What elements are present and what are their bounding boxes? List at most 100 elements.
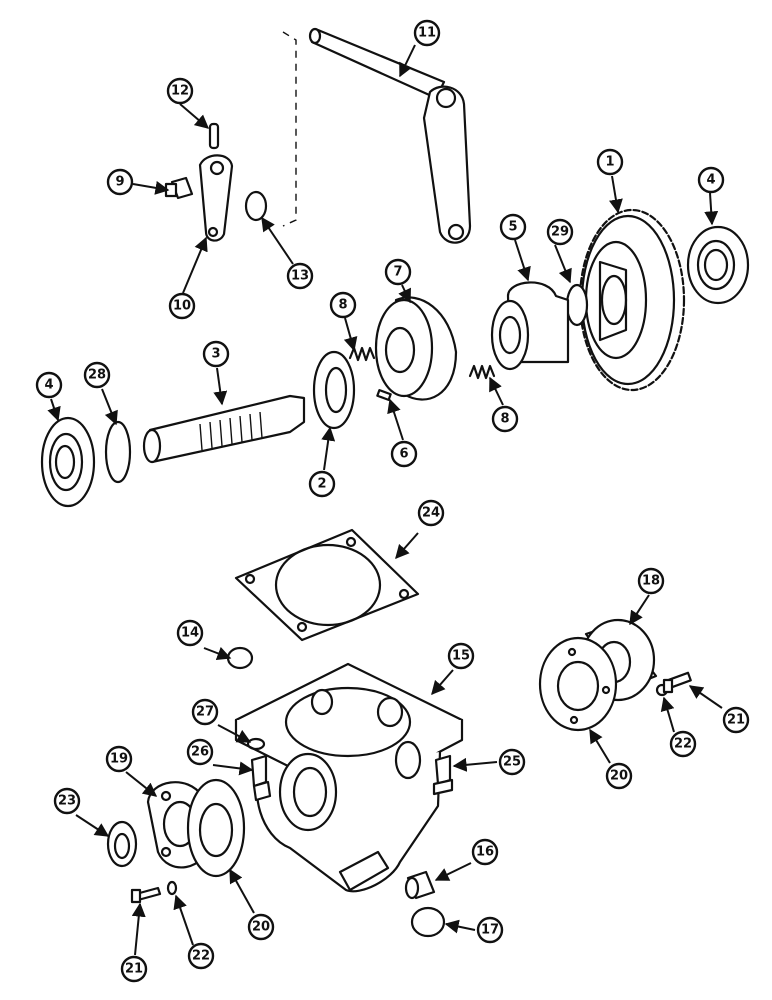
callout-15: 15 (447, 642, 475, 670)
svg-text:18: 18 (642, 574, 660, 589)
bearing-right (686, 225, 750, 305)
callout-1: 1 (596, 148, 624, 176)
shift-shaft-lever (308, 27, 472, 244)
callout-13: 13 (286, 262, 314, 290)
gearbox-housing (234, 662, 464, 893)
svg-text:22: 22 (192, 949, 210, 964)
spring-right (468, 364, 496, 380)
callout-22-left: 22 (187, 942, 215, 970)
svg-text:24: 24 (422, 506, 440, 521)
callout-18: 18 (637, 567, 665, 595)
spacer-washer (312, 350, 356, 430)
svg-text:12: 12 (171, 84, 189, 99)
svg-text:27: 27 (196, 705, 214, 720)
svg-text:16: 16 (476, 845, 494, 860)
svg-text:9: 9 (115, 175, 124, 190)
shift-pad (164, 176, 194, 200)
callout-4-right: 4 (697, 166, 725, 194)
callout-12: 12 (166, 77, 194, 105)
svg-text:23: 23 (58, 794, 76, 809)
stud-bolt-right (432, 754, 454, 796)
svg-text:4: 4 (706, 173, 715, 188)
svg-text:17: 17 (481, 923, 499, 938)
lock-washer-left (166, 880, 178, 896)
svg-text:19: 19 (110, 752, 128, 767)
callout-16: 16 (471, 838, 499, 866)
bearing-left (40, 416, 96, 508)
callout-26: 26 (186, 738, 214, 766)
callout-7: 7 (384, 258, 412, 286)
leader-lines (47, 44, 723, 956)
splined-shaft (142, 394, 306, 464)
callout-22-right: 22 (669, 730, 697, 758)
thrust-washer (565, 283, 589, 327)
callout-17: 17 (476, 916, 504, 944)
callout-21-right: 21 (722, 706, 750, 734)
callout-5: 5 (499, 213, 527, 241)
svg-text:4: 4 (44, 378, 53, 393)
side-gasket-right (538, 636, 618, 732)
svg-text:21: 21 (727, 713, 745, 728)
callout-25: 25 (498, 748, 526, 776)
svg-text:15: 15 (452, 649, 470, 664)
svg-text:7: 7 (393, 265, 402, 280)
drive-gear (578, 208, 686, 392)
svg-text:28: 28 (88, 368, 106, 383)
callout-14: 14 (176, 619, 204, 647)
callout-3: 3 (202, 340, 230, 368)
callout-9: 9 (106, 168, 134, 196)
alignment-dashed-line (282, 31, 297, 227)
callout-28: 28 (83, 361, 111, 389)
callout-24: 24 (417, 499, 445, 527)
svg-text:6: 6 (399, 447, 408, 462)
svg-text:21: 21 (125, 962, 143, 977)
svg-text:25: 25 (503, 755, 521, 770)
svg-text:8: 8 (500, 412, 509, 427)
cap-screw-right (662, 671, 692, 694)
svg-text:5: 5 (508, 220, 517, 235)
callout-8-left: 8 (329, 291, 357, 319)
coupling-collar (374, 296, 458, 401)
shift-fork (198, 154, 234, 242)
svg-text:2: 2 (317, 477, 326, 492)
svg-text:13: 13 (291, 269, 309, 284)
cap-plug (226, 646, 254, 670)
svg-text:1: 1 (605, 155, 614, 170)
callout-20-left: 20 (247, 913, 275, 941)
top-gasket (234, 528, 420, 642)
oil-seal (106, 820, 138, 868)
callout-27: 27 (191, 698, 219, 726)
svg-text:8: 8 (338, 298, 347, 313)
svg-text:10: 10 (173, 299, 191, 314)
svg-text:3: 3 (211, 347, 220, 362)
key (376, 389, 392, 401)
small-washer (246, 737, 266, 751)
expansion-cap (410, 906, 446, 938)
callout-21-left: 21 (120, 955, 148, 983)
callout-11: 11 (413, 19, 441, 47)
circlip (104, 420, 132, 484)
gear-hub (490, 281, 570, 371)
callout-23: 23 (53, 787, 81, 815)
callout-20-right: 20 (605, 762, 633, 790)
callout-6: 6 (390, 440, 418, 468)
callout-4-left: 4 (35, 371, 63, 399)
drain-plug (404, 870, 436, 900)
svg-text:20: 20 (252, 920, 270, 935)
svg-text:11: 11 (418, 26, 436, 41)
stud-bolt-left (250, 754, 272, 802)
roll-pin (208, 122, 220, 150)
svg-text:20: 20 (610, 769, 628, 784)
snap-ring-small (244, 190, 268, 222)
callout-29: 29 (546, 218, 574, 246)
cap-screw-left (130, 886, 162, 904)
svg-text:14: 14 (181, 626, 199, 641)
svg-text:26: 26 (191, 745, 209, 760)
callout-8-right: 8 (491, 405, 519, 433)
side-gasket-left (186, 778, 246, 878)
callout-10: 10 (168, 292, 196, 320)
svg-text:22: 22 (674, 737, 692, 752)
svg-text:29: 29 (551, 225, 569, 240)
callout-19: 19 (105, 745, 133, 773)
